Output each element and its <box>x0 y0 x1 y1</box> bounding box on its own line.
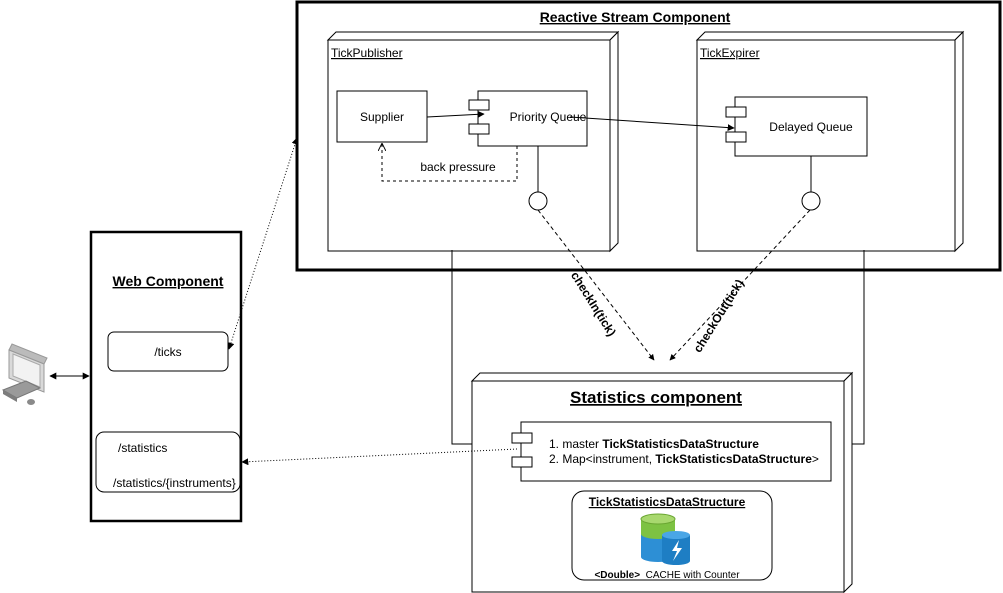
statistics-line-2: 2. Map<instrument, TickStatisticsDataStr… <box>549 452 819 466</box>
check-out-label: checkOut(tick) <box>691 277 747 355</box>
statistics-instruments-endpoint-label: /statistics/{instruments} <box>113 476 236 490</box>
delayed-queue-label: Delayed Queue <box>769 120 853 134</box>
priority-queue-interface <box>528 146 548 211</box>
statistics-endpoint-label: /statistics <box>118 441 167 455</box>
back-pressure-edge: back pressure <box>382 144 518 182</box>
cache-database-icon <box>640 513 690 565</box>
supplier-label: Supplier <box>360 110 404 124</box>
priority-queue-label: Priority Queue <box>510 110 587 124</box>
ticks-to-reactive-edge <box>227 137 299 350</box>
data-structure-box: TickStatisticsDataStructure <Double> CAC… <box>571 490 773 581</box>
reactive-stats-connector <box>451 250 473 445</box>
computer-icon <box>1 343 48 405</box>
statistics-structures-component: 1. master TickStatisticsDataStructure 2.… <box>511 421 832 482</box>
ticks-endpoint: /ticks <box>107 331 229 372</box>
tick-expirer-title: TickExpirer <box>700 46 760 60</box>
web-component-title: Web Component <box>113 273 224 289</box>
tick-publisher-title: TickPublisher <box>331 46 403 60</box>
priority-to-delayed-edge <box>569 116 735 132</box>
back-pressure-label: back pressure <box>420 160 496 174</box>
reactive-stats-connector-right <box>848 250 865 445</box>
statistics-line-1: 1. master TickStatisticsDataStructure <box>549 437 759 451</box>
statistics-title: Statistics component <box>570 388 742 407</box>
check-out-edge <box>669 209 811 361</box>
priority-queue-component: Priority Queue <box>468 90 588 147</box>
statistics-endpoints: /statistics /statistics/{instruments} <box>95 431 241 493</box>
supplier-box: Supplier <box>336 90 428 143</box>
statistics-to-web-edge <box>241 448 518 466</box>
delayed-queue-interface <box>801 156 821 211</box>
delayed-queue-component: Delayed Queue <box>725 96 868 157</box>
supplier-to-priority-queue-edge <box>426 110 485 118</box>
ticks-endpoint-label: /ticks <box>154 345 181 359</box>
data-structure-title: TickStatisticsDataStructure <box>589 495 746 509</box>
check-in-edge <box>537 209 655 361</box>
data-structure-caption: <Double> CACHE with Counter <box>594 570 740 581</box>
reactive-stream-title: Reactive Stream Component <box>540 9 731 25</box>
